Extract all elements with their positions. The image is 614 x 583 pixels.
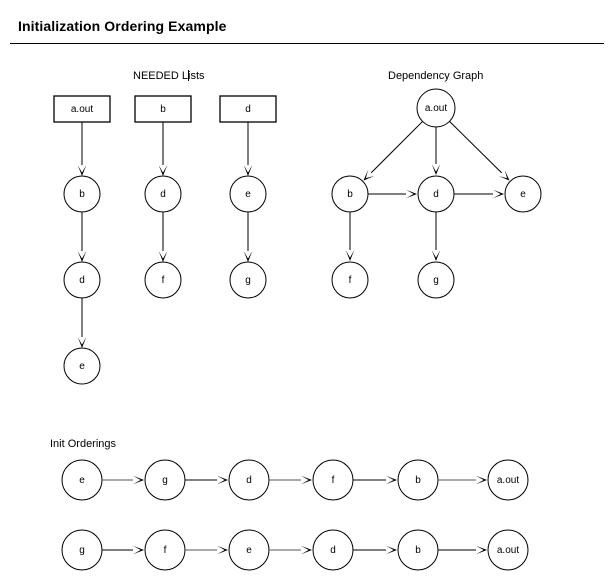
needed-list-1-node-1-label: f <box>162 275 165 286</box>
needed-list-2-arrow-0 <box>243 165 253 176</box>
init-row-0-node-1-label: g <box>162 475 168 486</box>
dep-node-f-circle[interactable] <box>331 261 369 299</box>
dep-arrow-b-to-f <box>345 250 355 261</box>
needed-list-2-node-1-circle[interactable] <box>229 261 267 299</box>
needed-list-0-arrow-0 <box>77 165 87 176</box>
init-row-1-node-1-label: f <box>164 545 167 556</box>
needed-list-2-header-box[interactable] <box>219 95 277 123</box>
dep-arrow-d-to-e <box>493 189 504 199</box>
needed-list-1-node-0-label: d <box>160 189 166 200</box>
needed-list-1-header-label: b <box>160 104 166 115</box>
init-row-1-arrow-1 <box>133 545 144 555</box>
init-row-1-arrow-5 <box>476 545 487 555</box>
dep-edge-a.out-to-e <box>449 121 503 174</box>
dep-node-d-label: d <box>433 189 439 200</box>
dep-node-b-circle[interactable] <box>331 175 369 213</box>
dep-edge-a.out-to-b <box>370 121 423 174</box>
dep-node-d-circle[interactable] <box>417 175 455 213</box>
dependency-graph-group: a.out b d e f g <box>331 88 542 299</box>
needed-list-0-arrow-2 <box>77 337 87 348</box>
init-row-0-node-2-label: d <box>246 475 252 486</box>
dep-arrow-a.out-to-d <box>431 164 441 175</box>
init-row-1-node-5-circle[interactable] <box>487 529 529 571</box>
title-divider <box>10 43 604 44</box>
init-row-0-node-0-label: e <box>79 475 85 486</box>
init-row-0-arrow-3 <box>301 475 312 485</box>
init-row-1-arrow-3 <box>301 545 312 555</box>
init-orderings-label: Init Orderings <box>50 438 117 450</box>
needed-list-0-header-box[interactable] <box>53 95 111 123</box>
needed-list-1-node-1-circle[interactable] <box>144 261 182 299</box>
init-row-0-arrow-2 <box>217 475 228 485</box>
init-row-1-node-5-label: a.out <box>497 545 519 556</box>
needed-list-1-arrow-1 <box>158 251 168 262</box>
needed-list-2-node-0-label: e <box>245 189 251 200</box>
needed-lists-label-post: ists <box>188 70 205 82</box>
dep-arrow-a.out-to-e <box>498 169 510 181</box>
dep-node-a.out-circle[interactable] <box>416 88 456 128</box>
init-row-1-node-2-label: e <box>246 545 252 556</box>
needed-list-0-node-0-label: b <box>79 189 85 200</box>
init-row-1-node-4-label: b <box>415 545 421 556</box>
init-row-0-arrow-1 <box>133 475 144 485</box>
dependency-graph-label: Dependency Graph <box>388 70 484 82</box>
init-row-1-arrow-2 <box>217 545 228 555</box>
dep-node-b-label: b <box>347 189 353 200</box>
needed-list-0-node-1-label: d <box>79 275 85 286</box>
init-row-0-arrow-5 <box>476 475 487 485</box>
dep-node-e-label: e <box>520 189 526 200</box>
needed-lists-group: a.out b d e b d f d e g <box>53 95 277 385</box>
init-row-1-node-0-label: g <box>79 545 85 556</box>
init-orderings-group: e g d f b a.out g f e d b a.out <box>61 459 529 571</box>
dep-arrow-d-to-g <box>431 250 441 261</box>
needed-list-2-header-label: d <box>245 104 251 115</box>
dep-node-g-label: g <box>433 275 439 286</box>
dep-arrow-a.out-to-b <box>363 169 375 181</box>
needed-list-1-arrow-0 <box>158 165 168 176</box>
init-row-0-node-5-label: a.out <box>497 475 519 486</box>
init-row-1-node-3-label: d <box>330 545 336 556</box>
page-title: Initialization Ordering Example <box>18 18 227 34</box>
needed-list-2-arrow-1 <box>243 251 253 262</box>
init-row-0-arrow-4 <box>386 475 397 485</box>
init-row-1-arrow-4 <box>386 545 397 555</box>
needed-lists-label: NEEDED Lists <box>133 70 205 82</box>
dep-node-e-circle[interactable] <box>504 175 542 213</box>
dep-node-g-circle[interactable] <box>417 261 455 299</box>
dep-node-f-label: f <box>349 275 352 286</box>
needed-list-2-node-1-label: g <box>245 275 251 286</box>
needed-list-0-node-2-label: e <box>79 361 85 372</box>
init-row-0-node-5-circle[interactable] <box>487 459 529 501</box>
needed-list-0-arrow-1 <box>77 251 87 262</box>
needed-list-0-header-label: a.out <box>71 104 93 115</box>
init-row-0-node-3-label: f <box>332 475 335 486</box>
needed-list-0-node-2-circle[interactable] <box>63 347 101 385</box>
init-row-0-node-4-label: b <box>415 475 421 486</box>
dep-node-a.out-label: a.out <box>425 103 447 114</box>
text-caret <box>187 70 189 81</box>
needed-lists-label-pre: NEEDED L <box>133 70 189 82</box>
dep-arrow-b-to-d <box>406 189 417 199</box>
